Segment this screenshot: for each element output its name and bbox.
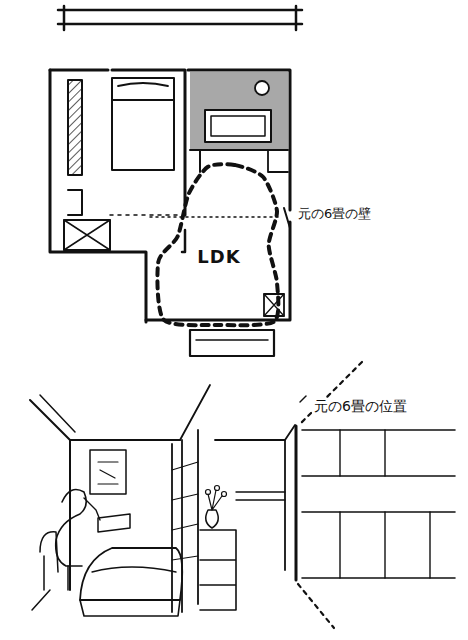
dashed-outline — [150, 160, 288, 330]
annotation-label: 元の6畳の位置 — [312, 398, 409, 416]
annotation-label: 元の6畳の壁 — [296, 205, 373, 223]
room-label: LDK — [197, 246, 240, 267]
dashed-region: LDK — [150, 160, 288, 330]
dashed-outline-path — [157, 164, 278, 325]
